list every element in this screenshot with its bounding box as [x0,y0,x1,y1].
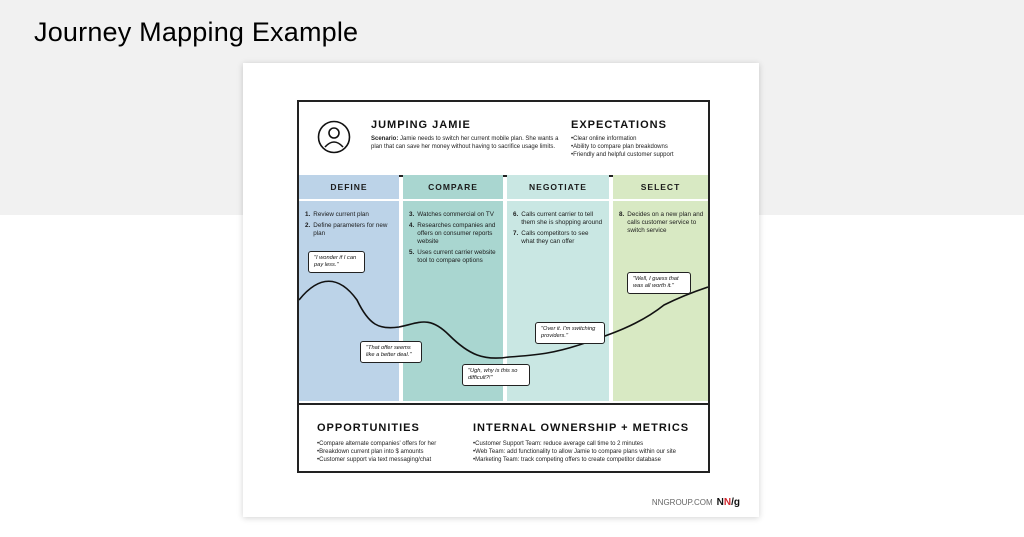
thought-bubble: "Over it. I'm switching providers." [535,322,605,344]
step-number: 5. [409,249,415,256]
phase-define: DEFINE 1.Review current plan 2.Define pa… [299,175,399,401]
step-text: Uses current carrier website tool to com… [417,249,496,264]
user-avatar-icon [317,120,351,154]
ownership-title: INTERNAL OWNERSHIP + METRICS [473,422,690,434]
step-text: Researches companies and offers on consu… [417,222,496,245]
opportunity-item: Breakdown current plan into $ amounts [317,448,436,456]
phase-header: SELECT [613,175,708,199]
expectation-item: Ability to compare plan breakdowns [571,143,674,151]
slide-title: Journey Mapping Example [34,17,359,47]
emotion-curve [299,280,708,359]
step-number: 6. [513,211,519,218]
persona-scenario: Scenario: Jamie needs to switch her curr… [371,135,561,151]
source-credit: NNGROUP.COM NN/g [652,497,740,508]
step-item: 7.Calls competitors to see what they can… [513,230,603,246]
step-item: 5.Uses current carrier website tool to c… [409,249,499,265]
phase-select: SELECT 8.Decides on a new plan and calls… [613,175,708,401]
scenario-label: Scenario: [371,136,399,142]
step-number: 1. [305,211,311,218]
emotion-line [299,280,708,359]
expectation-item: Friendly and helpful customer support [571,151,673,159]
phase-body: 8.Decides on a new plan and calls custom… [613,201,708,401]
thought-bubble: "Well, I guess that was all worth it." [627,272,691,294]
phase-steps: 6.Calls current carrier to tell them she… [513,211,603,249]
step-number: 8. [619,211,625,218]
ownership-item: Marketing Team: track competing offers t… [473,456,676,464]
scenario-text: Jamie needs to switch her current mobile… [371,136,559,150]
thought-bubble: "That offer seems like a better deal." [360,341,422,363]
ownership-list: Customer Support Team: reduce average ca… [473,440,676,464]
step-text: Calls competitors to see what they can o… [521,230,589,245]
opportunities-list: Compare alternate companies' offers for … [317,440,436,464]
journey-map-card: JUMPING JAMIE Scenario: Jamie needs to s… [243,63,759,517]
expectations-title: EXPECTATIONS [571,119,667,131]
phase-steps: 3.Watches commercial on TV 4.Researches … [409,211,499,268]
phase-steps: 8.Decides on a new plan and calls custom… [619,211,708,238]
step-text: Review current plan [313,211,369,218]
journey-map-frame: JUMPING JAMIE Scenario: Jamie needs to s… [297,100,710,473]
phase-header: COMPARE [403,175,503,199]
phase-header: DEFINE [299,175,399,199]
nng-logo: NN/g [717,497,740,508]
phase-compare: COMPARE 3.Watches commercial on TV 4.Res… [403,175,503,401]
logo-letter: N [723,497,732,508]
thought-bubble: "Ugh, why is this so difficult?!" [462,364,530,386]
step-number: 4. [409,222,415,229]
ownership-item: Customer Support Team: reduce average ca… [473,440,676,448]
ownership-item: Web Team: add functionality to allow Jam… [473,448,676,456]
step-text: Define parameters for new plan [313,222,388,237]
step-item: 6.Calls current carrier to tell them she… [513,211,603,227]
expectations-list: Clear online information Ability to comp… [571,135,674,159]
logo-letter: /g [731,497,740,508]
thought-bubble: "I wonder if I can pay less." [308,251,365,273]
step-text: Watches commercial on TV [417,211,494,218]
step-number: 7. [513,230,519,237]
step-item: 4.Researches companies and offers on con… [409,222,499,246]
logo-letter: N [716,497,724,508]
persona-name: JUMPING JAMIE [371,119,471,131]
phase-steps: 1.Review current plan 2.Define parameter… [305,211,395,241]
step-text: Decides on a new plan and calls customer… [627,211,704,234]
step-number: 2. [305,222,311,229]
step-item: 2.Define parameters for new plan [305,222,395,238]
step-text: Calls current carrier to tell them she i… [521,211,603,226]
step-number: 3. [409,211,415,218]
phase-header: NEGOTIATE [507,175,609,199]
step-item: 8.Decides on a new plan and calls custom… [619,211,708,235]
expectation-item: Clear online information [571,135,674,143]
persona-section: JUMPING JAMIE Scenario: Jamie needs to s… [299,102,708,177]
source-site: NNGROUP.COM [651,498,713,507]
step-item: 1.Review current plan [305,211,395,219]
phase-body: 3.Watches commercial on TV 4.Researches … [403,201,503,401]
opportunity-item: Customer support via text messaging/chat [317,456,436,464]
step-item: 3.Watches commercial on TV [409,211,499,219]
opportunities-title: OPPORTUNITIES [317,422,420,434]
opportunities-section: OPPORTUNITIES Compare alternate companie… [299,403,708,471]
phase-body: 1.Review current plan 2.Define parameter… [299,201,399,401]
opportunity-item: Compare alternate companies' offers for … [317,440,436,448]
